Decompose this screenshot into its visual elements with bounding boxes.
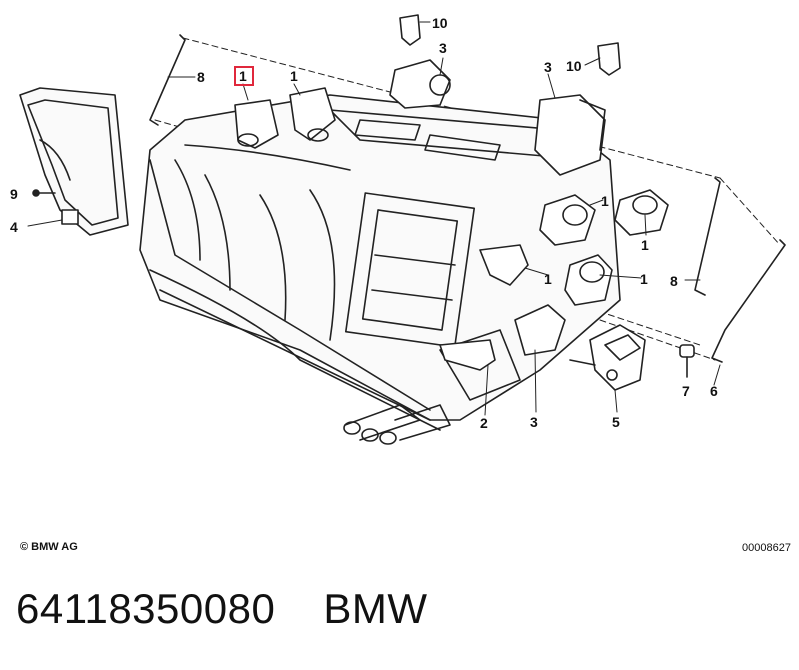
callout-labels: 1 1 1 1 1 1 2 3 3 3 4 5 6 7 8 8 9 10 10 <box>10 15 718 431</box>
heater-pipes <box>343 404 451 445</box>
actuator-motor-right-b <box>614 189 669 236</box>
document-id: 00008627 <box>742 542 791 554</box>
callout-2[interactable]: 2 <box>480 415 488 431</box>
rubber-bumper-right <box>597 42 621 76</box>
callout-7[interactable]: 7 <box>682 383 690 399</box>
callout-10-top[interactable]: 10 <box>432 15 448 31</box>
callout-1-right-c[interactable]: 1 <box>640 271 648 287</box>
parts-diagram: 1 1 1 1 1 1 2 3 3 3 4 5 6 7 8 8 9 10 10 <box>10 14 786 445</box>
actuator-motor-mid <box>479 244 529 286</box>
side-duct-panel <box>19 87 129 236</box>
actuator-motor-top <box>289 87 336 142</box>
actuator-motor-right-c <box>564 254 613 306</box>
mounting-bracket <box>569 324 646 391</box>
rubber-bumper-top <box>399 14 421 46</box>
heater-housing <box>139 94 621 431</box>
clip <box>679 344 695 378</box>
callout-1-right-a[interactable]: 1 <box>601 193 609 209</box>
flap-actuator-right <box>534 94 606 176</box>
highlight-box <box>234 66 254 86</box>
control-rod-right <box>694 177 721 296</box>
callout-5[interactable]: 5 <box>612 414 620 430</box>
actuator-motor-highlighted <box>234 99 279 149</box>
callout-6[interactable]: 6 <box>710 383 718 399</box>
callout-3-right[interactable]: 3 <box>544 59 552 75</box>
callout-1-right-b[interactable]: 1 <box>641 237 649 253</box>
callout-1-highlighted[interactable]: 1 <box>239 68 247 84</box>
copyright-notice: © BMW AG <box>20 541 78 553</box>
callout-4[interactable]: 4 <box>10 219 18 235</box>
actuator-motor-right-a <box>539 194 596 246</box>
screw <box>32 189 56 197</box>
brand-name: BMW <box>323 585 428 632</box>
callout-3-top[interactable]: 3 <box>439 40 447 56</box>
callout-3-bottom[interactable]: 3 <box>530 414 538 430</box>
control-rod-left <box>149 34 186 126</box>
callout-8-right[interactable]: 8 <box>670 273 678 289</box>
callout-8-left[interactable]: 8 <box>197 69 205 85</box>
leader-lines <box>27 21 721 416</box>
part-number: 64118350080 <box>16 585 276 632</box>
callout-1-top[interactable]: 1 <box>290 68 298 84</box>
part-caption: 64118350080 BMW <box>16 585 427 633</box>
callout-9[interactable]: 9 <box>10 186 18 202</box>
callout-1-mid[interactable]: 1 <box>544 271 552 287</box>
callout-10-right[interactable]: 10 <box>566 58 582 74</box>
flap-actuator-bottom <box>514 304 566 356</box>
long-control-rod <box>711 239 786 363</box>
